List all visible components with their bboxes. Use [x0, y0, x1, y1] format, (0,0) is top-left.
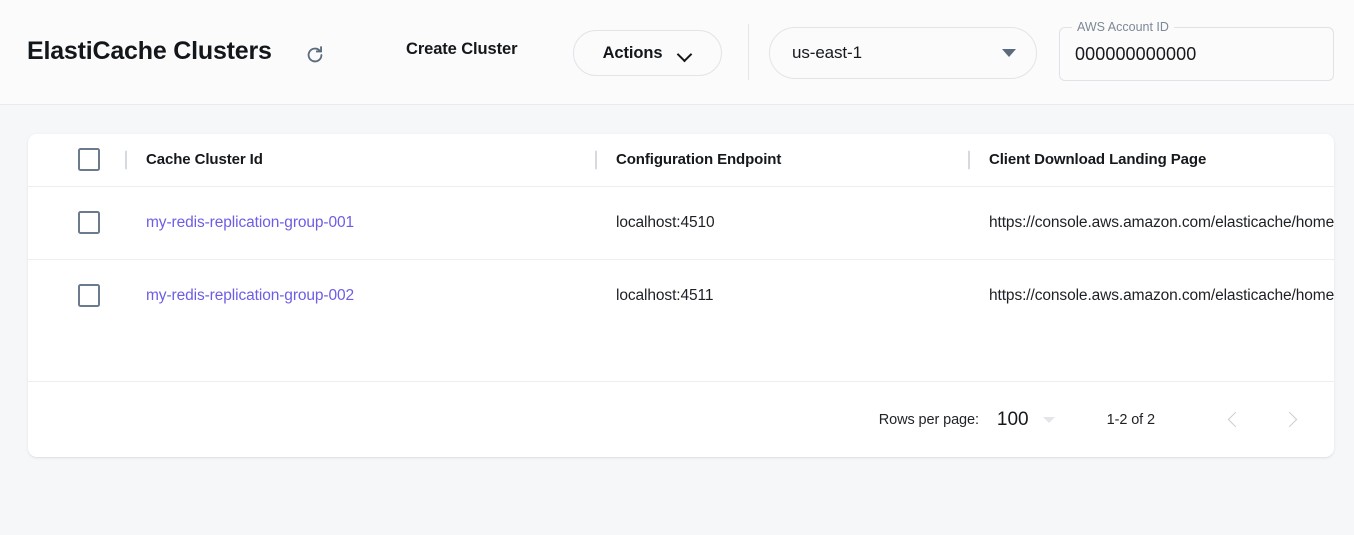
app-header: ElastiCache Clusters Create Cluster Acti… [0, 0, 1354, 105]
cluster-id-link[interactable]: my-redis-replication-group-001 [146, 213, 355, 231]
pagination-range: 1-2 of 2 [1106, 411, 1155, 428]
cell-configuration-endpoint: localhost:4511 [595, 258, 968, 332]
caret-down-icon [1002, 49, 1016, 57]
region-select-value: us-east-1 [792, 43, 862, 62]
select-all-cell [28, 134, 125, 186]
row-select-cell [28, 258, 125, 332]
create-cluster-button[interactable]: Create Cluster [406, 40, 518, 58]
actions-button-label: Actions [602, 43, 663, 62]
region-select[interactable]: us-east-1 [769, 27, 1037, 79]
column-header-cache-cluster-id[interactable]: Cache Cluster Id [125, 134, 595, 186]
cell-cache-cluster-id: my-redis-replication-group-002 [125, 258, 595, 332]
cell-configuration-endpoint: localhost:4510 [595, 185, 968, 259]
table-body: my-redis-replication-group-001 localhost… [28, 185, 1334, 332]
cell-client-download-landing-page: https://console.aws.amazon.com/elasticac… [968, 185, 1334, 259]
table-row[interactable]: my-redis-replication-group-001 localhost… [28, 185, 1334, 259]
rows-per-page-value: 100 [996, 408, 1029, 430]
column-header-client-download-landing-page[interactable]: Client Download Landing Page [968, 134, 1334, 186]
rows-per-page-label: Rows per page: [878, 411, 979, 428]
table-row[interactable]: my-redis-replication-group-002 localhost… [28, 258, 1334, 332]
cell-cache-cluster-id: my-redis-replication-group-001 [125, 185, 595, 259]
table-pagination: Rows per page: 100 1-2 of 2 [28, 381, 1334, 457]
clusters-table-card: Cache Cluster Id Configuration Endpoint … [28, 134, 1334, 457]
table-header: Cache Cluster Id Configuration Endpoint … [28, 134, 1334, 186]
actions-button[interactable]: Actions [573, 30, 722, 76]
next-page-button[interactable] [1270, 399, 1312, 441]
header-divider [748, 24, 749, 80]
caret-down-icon [1042, 416, 1055, 423]
aws-account-id-field[interactable]: AWS Account ID [1059, 20, 1334, 81]
cluster-id-link[interactable]: my-redis-replication-group-002 [146, 286, 355, 304]
row-select-cell [28, 185, 125, 259]
table-header-row: Cache Cluster Id Configuration Endpoint … [28, 134, 1334, 186]
row-checkbox[interactable] [78, 211, 100, 234]
previous-page-button[interactable] [1212, 399, 1254, 441]
cell-client-download-landing-page: https://console.aws.amazon.com/elasticac… [968, 258, 1334, 332]
aws-account-id-input[interactable] [1059, 27, 1334, 81]
row-checkbox[interactable] [78, 284, 100, 308]
clusters-table: Cache Cluster Id Configuration Endpoint … [28, 134, 1334, 332]
select-all-checkbox[interactable] [78, 148, 100, 172]
refresh-icon[interactable] [300, 40, 330, 70]
page-title: ElastiCache Clusters [27, 37, 272, 65]
column-header-configuration-endpoint[interactable]: Configuration Endpoint [595, 134, 968, 186]
chevron-right-icon [1281, 411, 1297, 428]
rows-per-page-select[interactable]: 100 [997, 409, 1055, 431]
chevron-left-icon [1227, 411, 1243, 428]
chevron-down-icon [678, 49, 692, 58]
